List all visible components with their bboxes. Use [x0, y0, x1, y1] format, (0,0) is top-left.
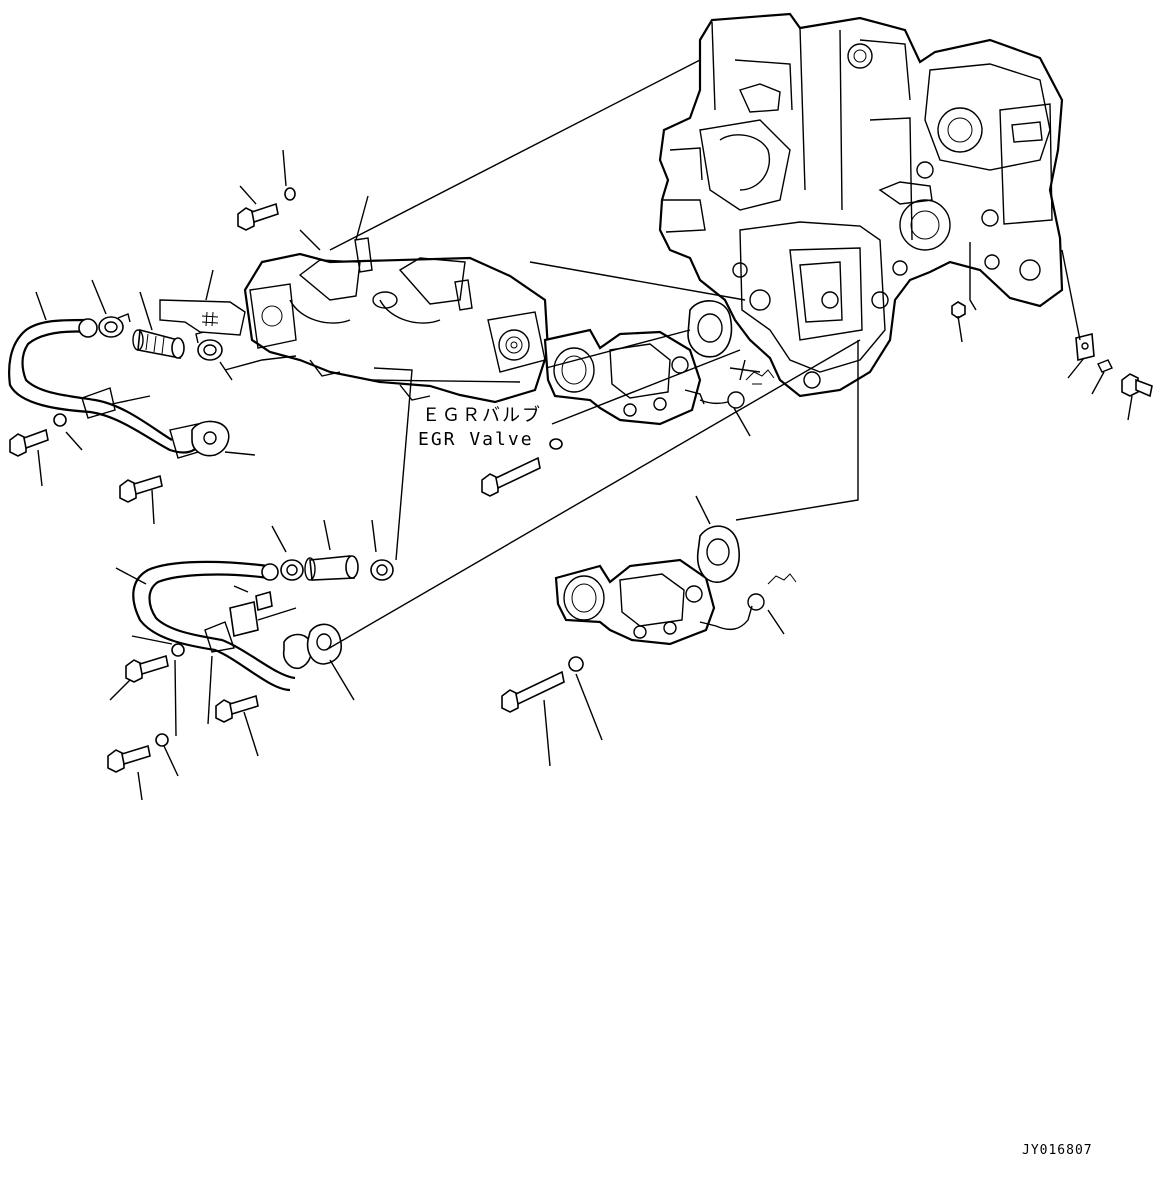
clamp-c	[280, 559, 304, 581]
bolt-lower-1	[125, 643, 185, 683]
gasket-lower-valve	[696, 525, 740, 583]
bolt-valve-lower	[501, 656, 584, 713]
clamp-b	[195, 331, 223, 361]
bolt-upper-2	[9, 413, 67, 457]
bolt-upper-3	[119, 474, 163, 503]
gasket-lower-pipe	[306, 623, 342, 665]
drawing-code: JY016807	[1022, 1143, 1093, 1158]
egr-pipe-lower	[132, 560, 313, 692]
caution-label	[159, 299, 246, 336]
hose-upper	[132, 328, 185, 359]
egr-pipe-upper	[8, 318, 230, 459]
egr-valve-lower	[554, 558, 797, 646]
engine-front-cover	[658, 12, 1064, 398]
gasket-upper	[687, 300, 733, 358]
egr-valve-upper	[543, 328, 775, 426]
clamp-a	[98, 313, 131, 338]
bolt-upper-1	[237, 187, 296, 231]
hose-lower	[304, 555, 359, 581]
clamp-d	[370, 559, 394, 581]
leader-lines	[35, 59, 1133, 801]
bracket-right	[1075, 332, 1153, 398]
egr-valve-label-en: EGR Valve	[418, 429, 534, 450]
egr-cooler	[243, 237, 550, 404]
bolt-lower-3	[107, 733, 169, 773]
bolt-valve-upper	[481, 438, 563, 497]
egr-valve-label-jp: ＥＧＲバルブ	[422, 405, 542, 426]
bolt-lower-2	[215, 694, 259, 723]
nut-right	[951, 301, 966, 319]
